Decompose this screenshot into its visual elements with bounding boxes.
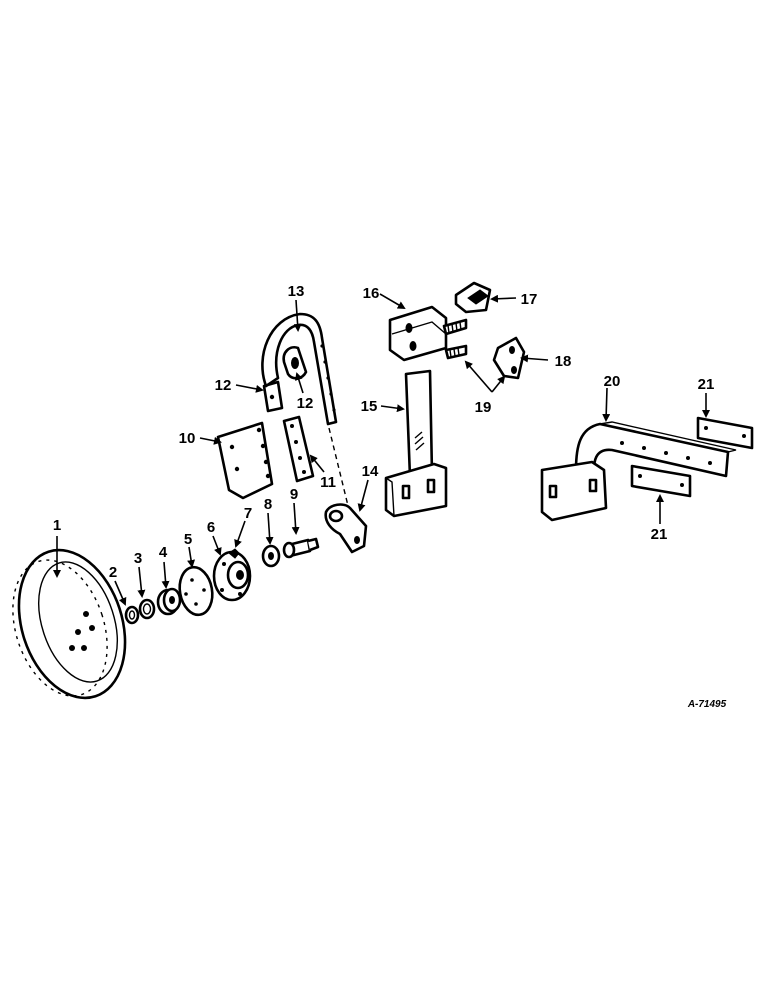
spring-clamp <box>282 346 308 380</box>
clamp-plate <box>262 380 284 413</box>
callout-5: 5 <box>184 531 192 548</box>
leader-lines <box>53 293 710 606</box>
frame-arm <box>540 421 737 522</box>
disc-blade <box>12 548 127 700</box>
washer <box>124 605 140 625</box>
strap <box>282 415 315 483</box>
shim-plate-lower <box>630 464 692 498</box>
snap-ring <box>138 598 156 620</box>
callout-6: 6 <box>207 519 215 536</box>
callout-4: 4 <box>159 544 168 561</box>
callout-11: 11 <box>320 474 336 491</box>
clamp-block <box>492 336 526 380</box>
bracket-plate <box>216 421 274 500</box>
spacer <box>261 544 281 568</box>
alignment-line <box>328 427 352 519</box>
grease-fitting <box>228 548 240 559</box>
callout-18: 18 <box>555 353 572 370</box>
drawing-reference: A-71495 <box>687 699 727 710</box>
callout-12-left: 12 <box>215 377 232 394</box>
callout-16: 16 <box>363 285 380 302</box>
spindle-bracket <box>324 503 368 554</box>
callout-17: 17 <box>521 291 538 308</box>
callout-19: 19 <box>475 399 492 416</box>
callout-12-right: 12 <box>297 395 314 412</box>
callout-10: 10 <box>179 430 196 447</box>
spindle <box>282 537 320 559</box>
nut-bracket <box>454 281 492 314</box>
callout-13: 13 <box>288 283 305 300</box>
hub <box>212 550 252 602</box>
callout-7: 7 <box>244 505 252 522</box>
spring-standard <box>261 312 338 426</box>
callout-8: 8 <box>264 496 272 513</box>
callout-15: 15 <box>361 398 378 415</box>
bearing <box>156 587 182 616</box>
callout-21-lower: 21 <box>651 526 668 543</box>
callout-3: 3 <box>134 550 142 567</box>
callout-labels: 1 2 3 4 5 6 7 8 9 10 11 12 12 13 14 15 1… <box>53 283 715 581</box>
seal-plate <box>178 565 214 617</box>
callout-2: 2 <box>109 564 117 581</box>
callout-9: 9 <box>290 486 298 503</box>
shim-plate-upper <box>696 416 754 450</box>
callout-1: 1 <box>53 517 61 534</box>
callout-21-upper: 21 <box>698 376 715 393</box>
callout-20: 20 <box>604 373 621 390</box>
clevis <box>388 305 468 362</box>
callout-14: 14 <box>362 463 379 480</box>
scraper <box>384 369 448 518</box>
